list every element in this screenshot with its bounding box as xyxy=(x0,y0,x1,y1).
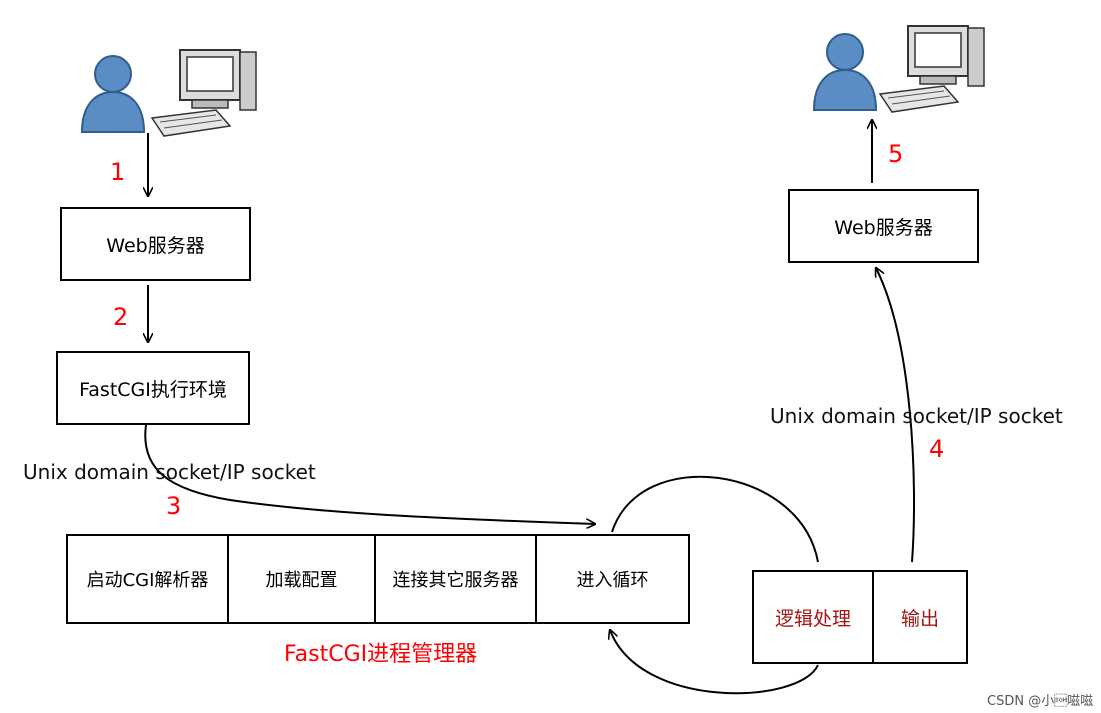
step-4: 4 xyxy=(929,435,945,463)
loop-arc-bottom xyxy=(610,630,819,695)
user-icon xyxy=(80,55,146,133)
watermark: CSDN @小嗞嗞 xyxy=(987,694,1094,709)
manager-step-load-config: 加载配置 xyxy=(229,536,376,622)
web-server-label: Web服务器 xyxy=(834,216,933,239)
manager-step-enter-loop: 进入循环 xyxy=(576,570,649,591)
fastcgi-env-box: FastCGI执行环境 xyxy=(56,351,250,425)
logic-processing-cell: 逻辑处理 xyxy=(754,572,874,662)
web-server-label: Web服务器 xyxy=(106,234,205,257)
loop-box: 逻辑处理 输出 xyxy=(752,570,968,664)
step-2: 2 xyxy=(113,303,129,331)
fastcgi-env-label: FastCGI执行环境 xyxy=(79,378,227,401)
web-server-box-left: Web服务器 xyxy=(60,207,251,281)
step-1: 1 xyxy=(110,158,126,186)
web-server-box-right: Web服务器 xyxy=(788,189,979,263)
desktop-computer-icon xyxy=(878,25,985,113)
step-5: 5 xyxy=(888,140,904,168)
socket-label-right: Unix domain socket/IP socket xyxy=(770,404,1063,428)
user-icon xyxy=(812,33,878,111)
arrow-output-to-web xyxy=(876,268,916,563)
socket-label-left: Unix domain socket/IP socket xyxy=(23,460,316,484)
manager-step-connect-servers: 连接其它服务器 xyxy=(376,536,537,622)
arrow-fastcgi-to-manager xyxy=(144,424,595,524)
step-3: 3 xyxy=(166,492,182,520)
process-manager-box: 启动CGI解析器 加载配置 连接其它服务器 进入循环 xyxy=(66,534,690,624)
process-manager-title: FastCGI进程管理器 xyxy=(284,642,478,667)
loop-arc-top xyxy=(611,475,819,563)
manager-step-start-cgi: 启动CGI解析器 xyxy=(68,536,229,622)
output-cell: 输出 xyxy=(900,607,939,630)
desktop-computer-icon xyxy=(150,49,257,137)
